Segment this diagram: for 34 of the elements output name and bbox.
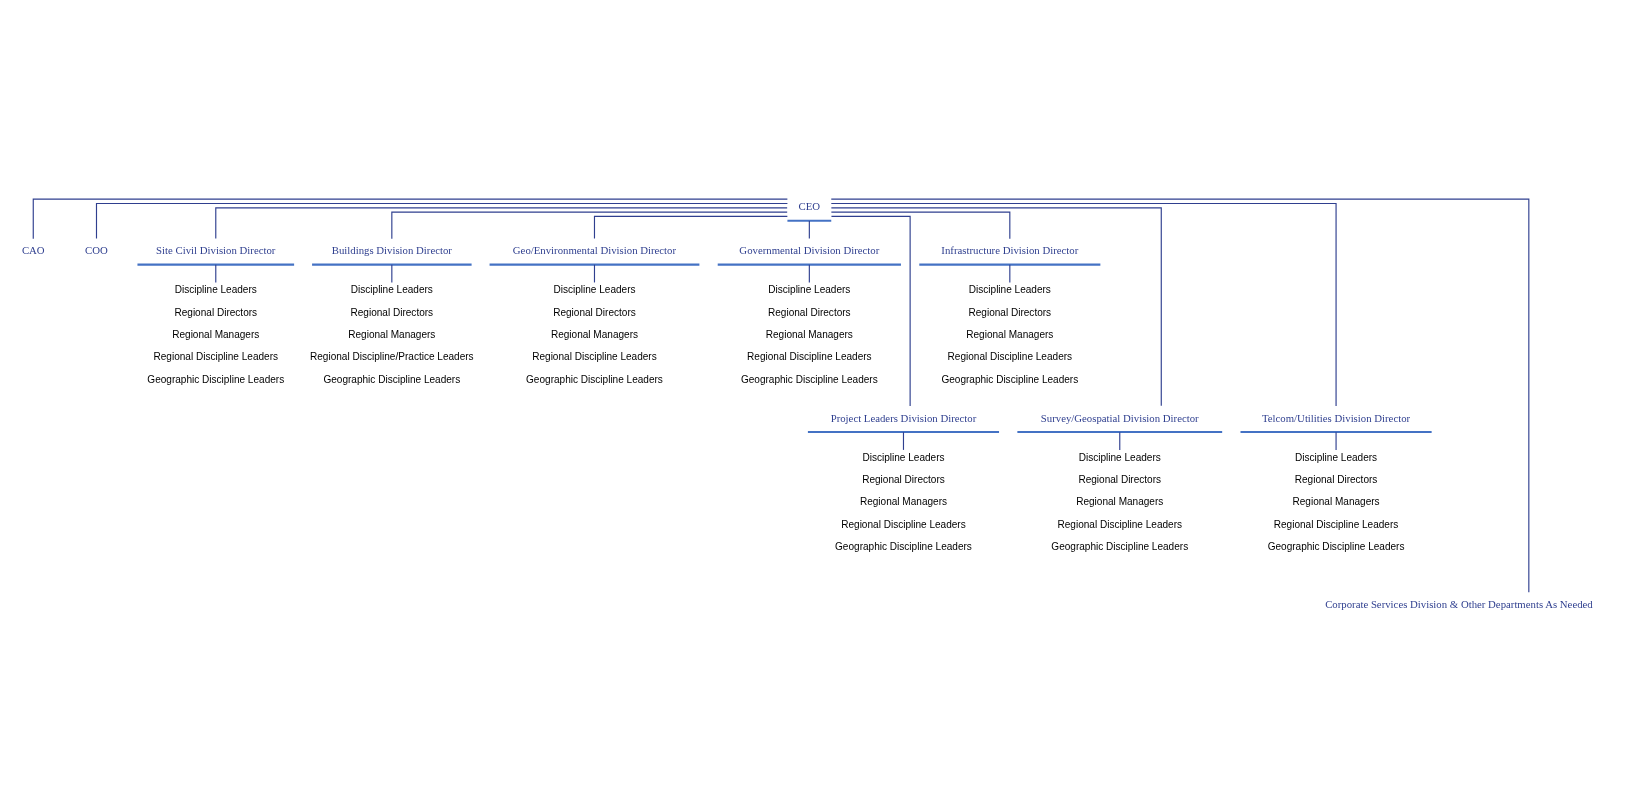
node-text: Corporate Services Division & Other Departments As Needed (1325, 597, 1593, 610)
connector (215, 206, 788, 239)
node-text: Discipline Leaders Regional Directors Regional Managers Regional Discipline Leaders Geographic Discipline Leaders (941, 283, 1079, 385)
connector (830, 215, 911, 407)
connector (830, 202, 1337, 406)
connector (830, 211, 1011, 239)
node-text: Infrastructure Division Director (941, 243, 1079, 256)
node-text: Governmental Division Director (739, 243, 880, 256)
connector (593, 215, 788, 239)
node-text: Project Leaders Division Director (830, 411, 977, 424)
node-text: Discipline Leaders Regional Directors Regional Managers Regional Discipline/Practice Leaders Geographic Discipline Leaders (310, 283, 474, 385)
node-text: Buildings Division Director (331, 243, 452, 256)
connector (830, 206, 1162, 406)
connector (95, 202, 788, 239)
node-text: Discipline Leaders Regional Directors Regional Managers Regional Discipline Leaders Geographic Discipline Leaders (1051, 451, 1189, 552)
connector (808, 219, 810, 239)
node-text: CAO (21, 243, 45, 256)
connector (830, 198, 1530, 593)
node-text: Discipline Leaders Regional Directors Regional Managers Regional Discipline Leaders Geographic Discipline Leaders (835, 451, 972, 552)
node-text: Telcom/Utilities Division Director (1261, 411, 1411, 424)
connector (32, 198, 788, 239)
node-text: CEO (798, 199, 821, 212)
connector (1119, 431, 1121, 450)
node-text: Discipline Leaders Regional Directors Regional Managers Regional Discipline Leaders Geographic Discipline Leaders (1267, 451, 1405, 552)
node-text: Site Civil Division Director (156, 243, 276, 256)
node-text: Geo/Environmental Division Director (512, 243, 677, 256)
connector (391, 211, 788, 239)
connector (1335, 431, 1337, 450)
node-text: Discipline Leaders Regional Directors Regional Managers Regional Discipline Leaders Geographic Discipline Leaders (526, 283, 663, 385)
node-text: COO (85, 243, 108, 256)
node-text: Discipline Leaders Regional Directors Regional Managers Regional Discipline Leaders Geographic Discipline Leaders (147, 283, 285, 385)
node-text: Survey/Geospatial Division Director (1040, 411, 1199, 424)
node-text: Discipline Leaders Regional Directors Regional Managers Regional Discipline Leaders Geographic Discipline Leaders (740, 283, 878, 385)
connector (902, 431, 905, 450)
